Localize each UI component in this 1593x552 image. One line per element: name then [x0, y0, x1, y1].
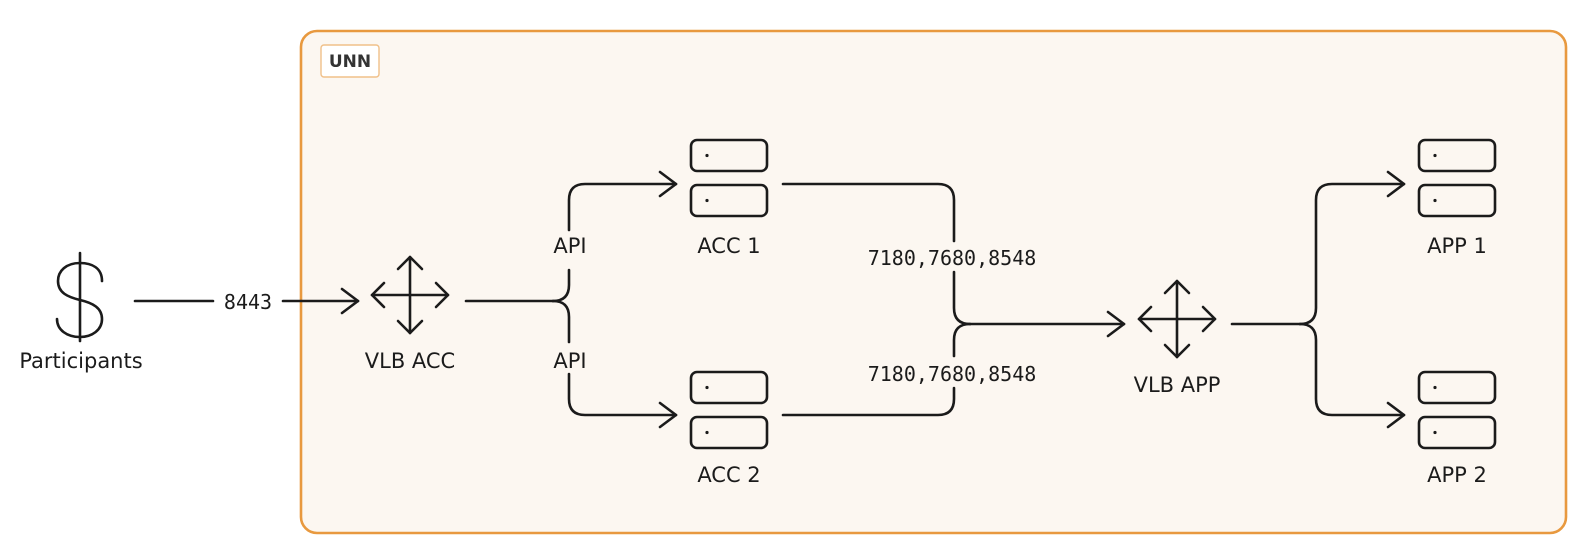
- app1-node[interactable]: APP 1: [1417, 138, 1497, 258]
- edge-participants-vlb-acc: 8443: [133, 287, 360, 315]
- vlb-app-node[interactable]: VLB APP: [1134, 279, 1221, 397]
- app2-label: APP 2: [1427, 463, 1487, 487]
- group-label: UNN: [329, 52, 371, 72]
- vlb-app-label: VLB APP: [1134, 373, 1221, 397]
- edge-vlb-app-app-split: [1230, 170, 1406, 429]
- acc1-label: ACC 1: [697, 234, 760, 258]
- edge-label-ports-top: 7180,7680,8548: [868, 246, 1037, 270]
- group-container: [299, 29, 1568, 535]
- acc2-node[interactable]: ACC 2: [689, 370, 769, 487]
- edge-label-ports-bottom: 7180,7680,8548: [868, 362, 1037, 386]
- edge-acc-vlb-app-merge: 7180,7680,8548 7180,7680,8548: [781, 182, 1126, 417]
- group-label-box: [320, 44, 380, 78]
- app1-label: APP 1: [1427, 234, 1487, 258]
- acc1-node[interactable]: ACC 1: [689, 138, 769, 258]
- vlb-acc-node[interactable]: VLB ACC: [365, 255, 455, 373]
- dollar-icon: [55, 251, 104, 343]
- edge-label-8443: 8443: [224, 290, 272, 314]
- participants-label: Participants: [19, 349, 142, 373]
- edge-label-api-bottom: API: [553, 349, 586, 373]
- participants-node[interactable]: Participants: [19, 251, 143, 373]
- edge-label-api-top: API: [553, 234, 586, 258]
- edge-vlb-acc-acc-split: API API: [464, 170, 678, 429]
- vlb-acc-label: VLB ACC: [365, 349, 455, 373]
- app2-node[interactable]: APP 2: [1417, 370, 1497, 487]
- acc2-label: ACC 2: [697, 463, 760, 487]
